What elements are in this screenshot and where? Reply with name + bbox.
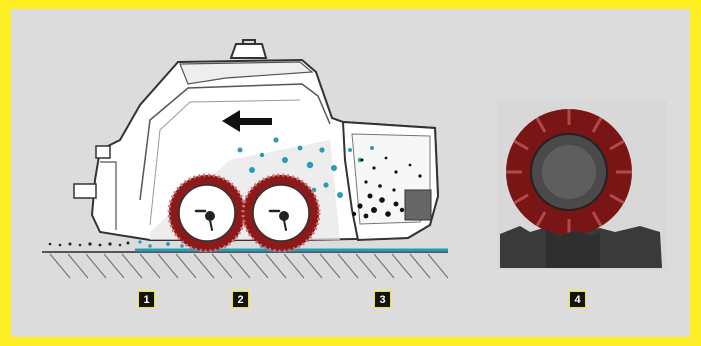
brush-photo <box>497 100 667 270</box>
label-2: 2 <box>232 291 249 308</box>
label-3: 3 <box>374 291 391 308</box>
label-4: 4 <box>569 291 586 308</box>
label-1: 1 <box>138 291 155 308</box>
floor <box>42 242 448 279</box>
rear-brush-roller <box>243 175 319 251</box>
front-brush-roller <box>169 175 245 251</box>
